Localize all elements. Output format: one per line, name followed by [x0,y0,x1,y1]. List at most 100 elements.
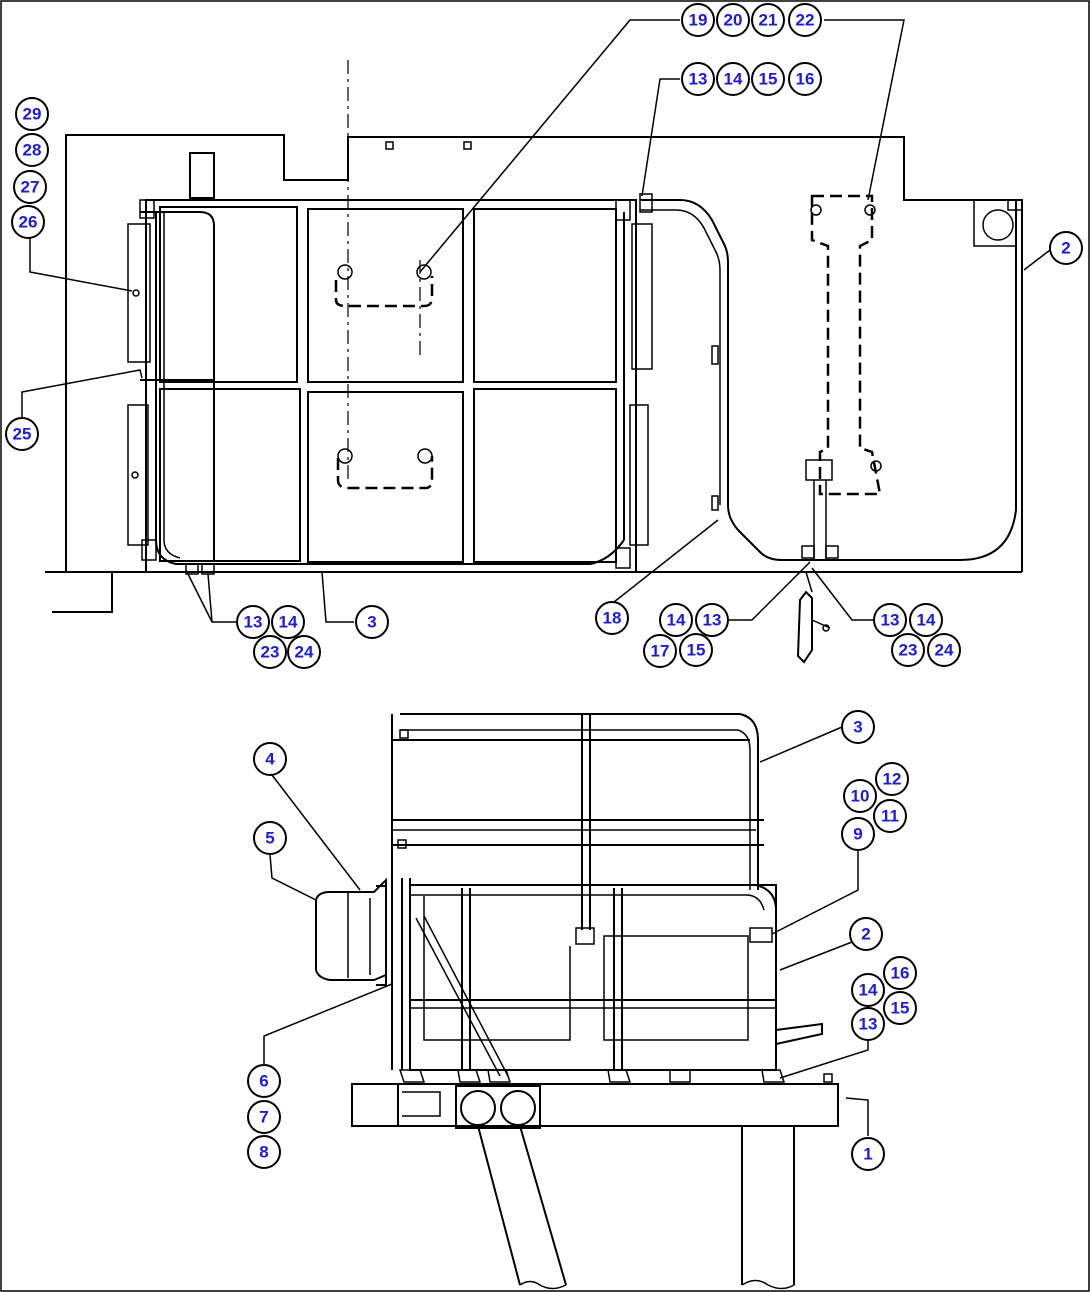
callout-17[interactable]: 17 [643,634,677,668]
brace [415,915,509,1077]
callout-19[interactable]: 19 [681,3,715,37]
callout-14[interactable]: 14 [909,603,943,637]
callout-24[interactable]: 24 [927,633,961,667]
callout-14[interactable]: 14 [716,62,750,96]
svg-text:11: 11 [881,807,899,826]
callout-13[interactable]: 13 [695,603,729,637]
cover-panel [307,391,464,563]
svg-text:22: 22 [796,11,815,30]
callout-3[interactable]: 3 [841,710,875,744]
bracket [669,1069,691,1083]
bracket [749,927,773,943]
callout-4[interactable]: 4 [253,742,287,776]
box [402,1091,441,1117]
cover-panel [159,206,298,383]
cover-panel [159,388,301,562]
callout-23[interactable]: 23 [253,635,287,669]
svg-text:3: 3 [853,718,862,737]
callout-14[interactable]: 14 [851,973,885,1007]
svg-text:14: 14 [724,70,743,89]
deck-outline [65,134,1023,572]
svg-text:14: 14 [917,611,936,630]
side-panel [127,404,149,546]
svg-text:9: 9 [853,825,862,844]
svg-text:15: 15 [759,70,778,89]
callout-15[interactable]: 15 [679,633,713,667]
callout-26[interactable]: 26 [11,205,45,239]
callout-18[interactable]: 18 [595,601,629,635]
callout-14[interactable]: 14 [659,603,693,637]
callout-9[interactable]: 9 [841,817,875,851]
clip [711,345,719,365]
foot [761,1069,786,1083]
pipe [477,1125,567,1286]
callout-11[interactable]: 11 [873,799,907,833]
callout-13[interactable]: 13 [236,605,270,639]
bracket [139,199,155,219]
bolt [399,729,409,739]
handrail-inner [163,212,181,559]
hidden-part [336,456,434,490]
callout-7[interactable]: 7 [247,1100,281,1134]
callout-16[interactable]: 16 [788,62,822,96]
bracket [801,545,815,559]
post [189,152,215,199]
callout-10[interactable]: 10 [843,779,877,813]
foot [487,1069,512,1083]
svg-text:13: 13 [859,1015,878,1034]
svg-text:1: 1 [863,1145,872,1164]
svg-text:26: 26 [19,213,38,232]
callout-3[interactable]: 3 [355,605,389,639]
callout-2[interactable]: 2 [849,917,883,951]
callout-13[interactable]: 13 [681,62,715,96]
bolt [864,204,876,216]
bolt [132,289,140,297]
svg-text:5: 5 [265,829,274,848]
bracket [185,563,199,575]
callout-8[interactable]: 8 [247,1135,281,1169]
bolt [463,141,472,150]
callout-6[interactable]: 6 [247,1064,281,1098]
callout-13[interactable]: 13 [851,1007,885,1041]
hidden-tank [810,194,882,496]
svg-text:23: 23 [261,643,280,662]
rail-corner [755,884,777,911]
callout-14[interactable]: 14 [271,605,305,639]
callout-15[interactable]: 15 [751,62,785,96]
svg-text:13: 13 [881,611,900,630]
cover-frame [145,199,637,573]
svg-text:13: 13 [703,611,722,630]
svg-text:13: 13 [689,70,708,89]
callout-13[interactable]: 13 [873,603,907,637]
hidden-part [334,276,434,308]
bolt [822,624,830,632]
callout-23[interactable]: 23 [891,633,925,667]
bracket [805,459,833,481]
handrail-top-inner [400,729,751,890]
callout-27[interactable]: 27 [13,170,47,204]
callout-21[interactable]: 21 [751,3,785,37]
callout-16[interactable]: 16 [883,956,917,990]
callout-1[interactable]: 1 [851,1137,885,1171]
callout-5[interactable]: 5 [253,821,287,855]
callout-24[interactable]: 24 [287,635,321,669]
svg-text:14: 14 [859,981,878,1000]
lamp-housing [315,877,387,981]
mirror-link [805,571,813,593]
callout-28[interactable]: 28 [15,133,49,167]
svg-text:2: 2 [861,925,870,944]
svg-text:4: 4 [265,750,275,769]
callout-15[interactable]: 15 [883,991,917,1025]
filter-housing [455,1085,541,1129]
svg-text:24: 24 [295,643,314,662]
svg-text:18: 18 [603,609,622,628]
callout-25[interactable]: 25 [5,417,39,451]
callout-22[interactable]: 22 [788,3,822,37]
callout-2[interactable]: 2 [1049,231,1083,265]
foot [398,1069,426,1083]
tank-edge [410,894,765,911]
callout-12[interactable]: 12 [875,762,909,796]
callout-29[interactable]: 29 [15,97,49,131]
callout-20[interactable]: 20 [716,3,750,37]
